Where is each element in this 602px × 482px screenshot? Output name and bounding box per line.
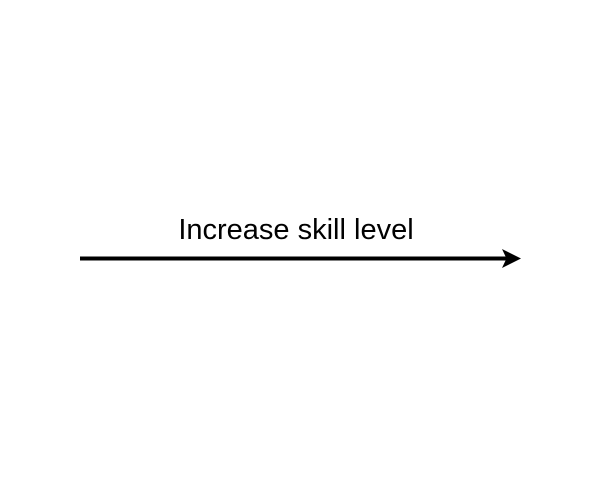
arrow-head: [502, 249, 521, 268]
arrow-label: Increase skill level: [178, 214, 414, 246]
